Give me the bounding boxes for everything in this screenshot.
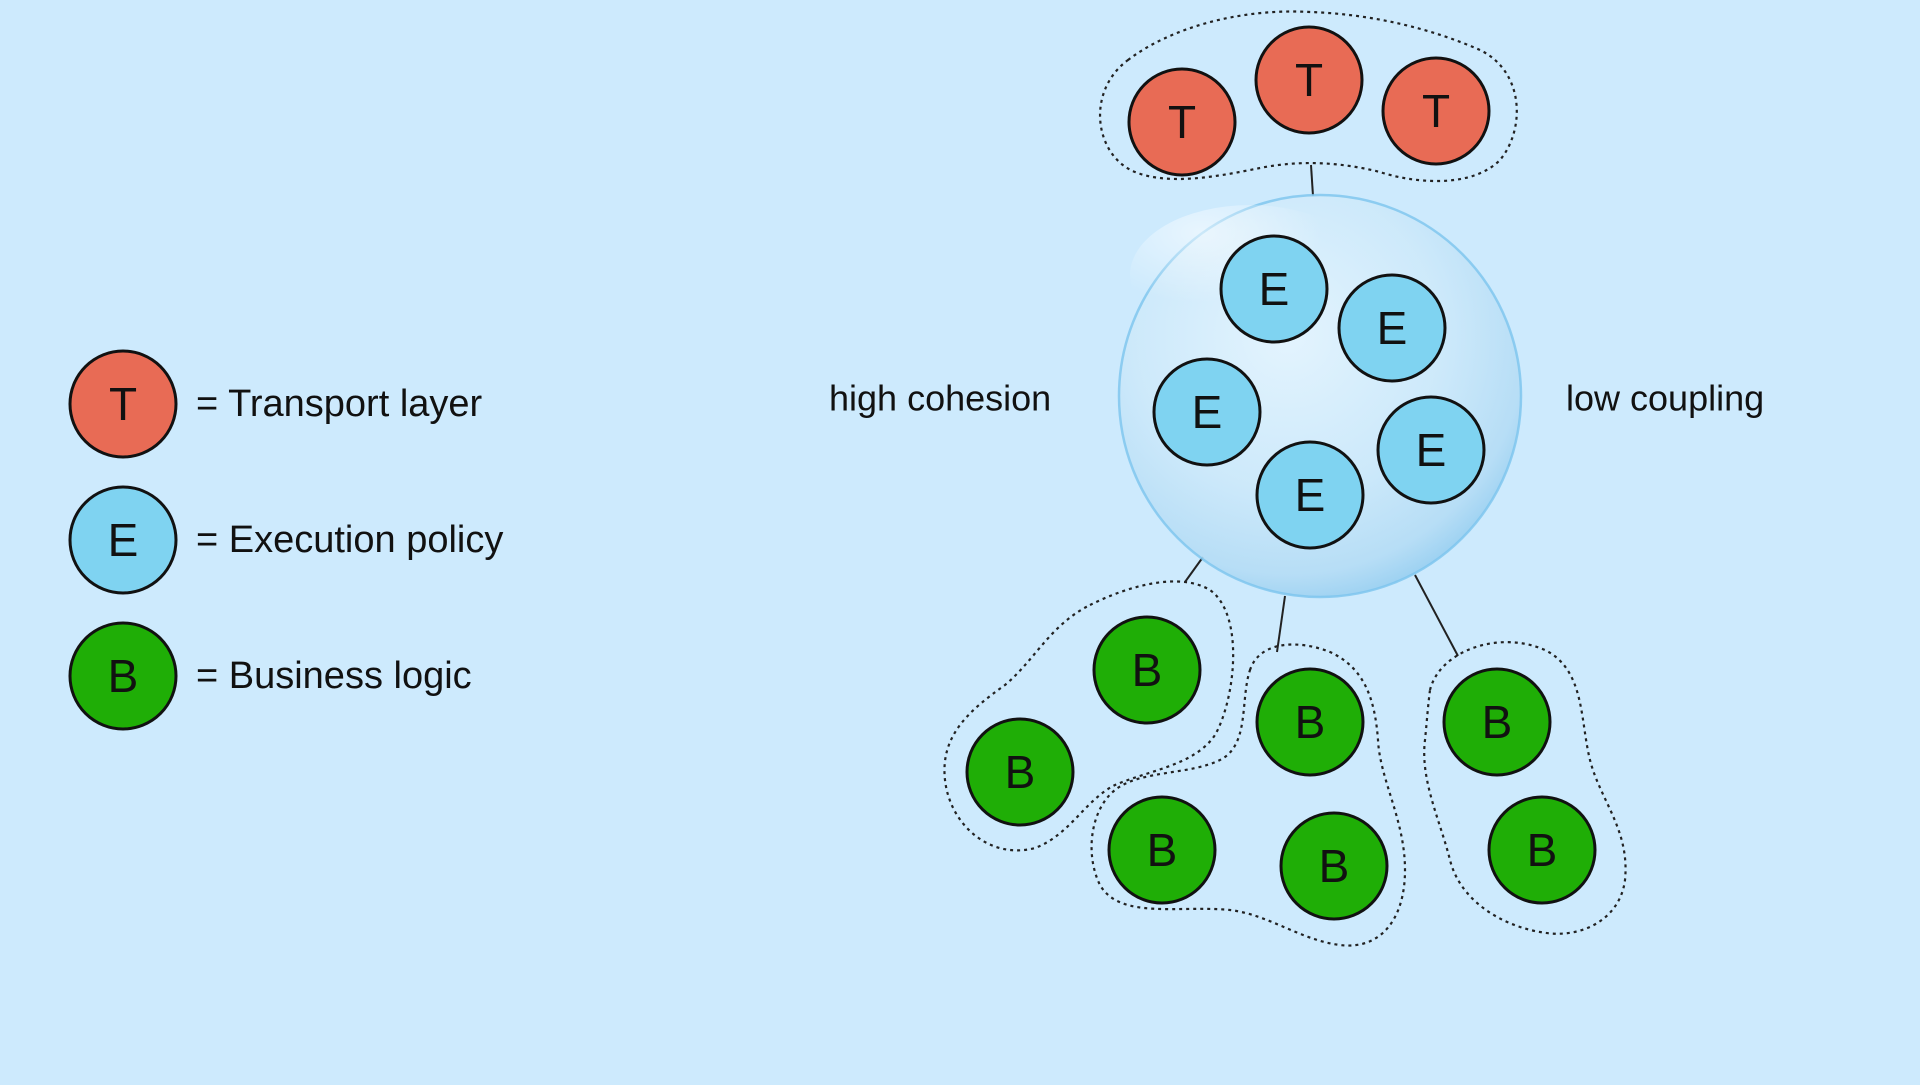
legend-execution-letter: E (108, 514, 139, 566)
transport-group: T T T (1098, 10, 1518, 183)
business-node (965, 717, 1075, 827)
legend-item-transport: T = Transport layer (68, 349, 483, 459)
business-node-letter: B (1527, 824, 1558, 876)
legend-execution-label: = Execution policy (196, 519, 503, 561)
legend-item-business: B = Business logic (68, 621, 472, 731)
business-node (1107, 795, 1217, 905)
business-group-left: B B (943, 580, 1235, 852)
execution-node (1376, 395, 1486, 505)
business-node (1092, 615, 1202, 725)
high-cohesion-label: high cohesion (829, 378, 1051, 419)
connector-bubble-group-left (1184, 556, 1204, 583)
business-node (1255, 667, 1365, 777)
execution-node (1337, 273, 1447, 383)
business-node-letter: B (1132, 644, 1163, 696)
legend-business-letter: B (108, 650, 139, 702)
business-group-middle: B B B (1090, 643, 1407, 947)
business-node (1279, 811, 1389, 921)
business-group-right: B B (1423, 641, 1627, 935)
connector-bubble-group-right (1414, 574, 1459, 657)
legend-business-node (68, 621, 178, 731)
execution-node (1255, 440, 1365, 550)
business-node-letter: B (1295, 696, 1326, 748)
business-group-middle-outline (1090, 643, 1407, 947)
execution-node-letter: E (1416, 424, 1447, 476)
legend: T = Transport layer E = Execution policy… (68, 349, 503, 731)
legend-transport-node (68, 349, 178, 459)
execution-node (1219, 234, 1329, 344)
business-node-letter: B (1005, 746, 1036, 798)
business-node-letter: B (1319, 840, 1350, 892)
execution-node (1152, 357, 1262, 467)
legend-item-execution: E = Execution policy (68, 485, 503, 595)
execution-node-letter: E (1192, 386, 1223, 438)
execution-bubble: E E E E E (1117, 193, 1523, 599)
legend-transport-label: = Transport layer (196, 383, 483, 425)
legend-transport-letter: T (109, 378, 137, 430)
low-coupling-label: low coupling (1566, 378, 1764, 419)
legend-execution-node (68, 485, 178, 595)
execution-node-letter: E (1259, 263, 1290, 315)
transport-node (1254, 25, 1364, 135)
business-node-letter: B (1147, 824, 1178, 876)
connector-transport-bubble (1310, 164, 1314, 197)
transport-node (1127, 67, 1237, 177)
transport-node-letter: T (1168, 96, 1196, 148)
business-node-letter: B (1482, 696, 1513, 748)
business-group-left-outline (943, 580, 1235, 852)
business-group-right-outline (1423, 641, 1627, 935)
transport-node (1381, 56, 1491, 166)
transport-node-letter: T (1295, 54, 1323, 106)
transport-group-outline (1098, 10, 1518, 183)
execution-node-letter: E (1295, 469, 1326, 521)
business-node (1487, 795, 1597, 905)
transport-node-letter: T (1422, 85, 1450, 137)
business-node (1442, 667, 1552, 777)
connector-bubble-group-middle (1276, 595, 1286, 653)
execution-node-letter: E (1377, 302, 1408, 354)
connectors (1184, 164, 1459, 657)
legend-business-label: = Business logic (196, 655, 472, 697)
